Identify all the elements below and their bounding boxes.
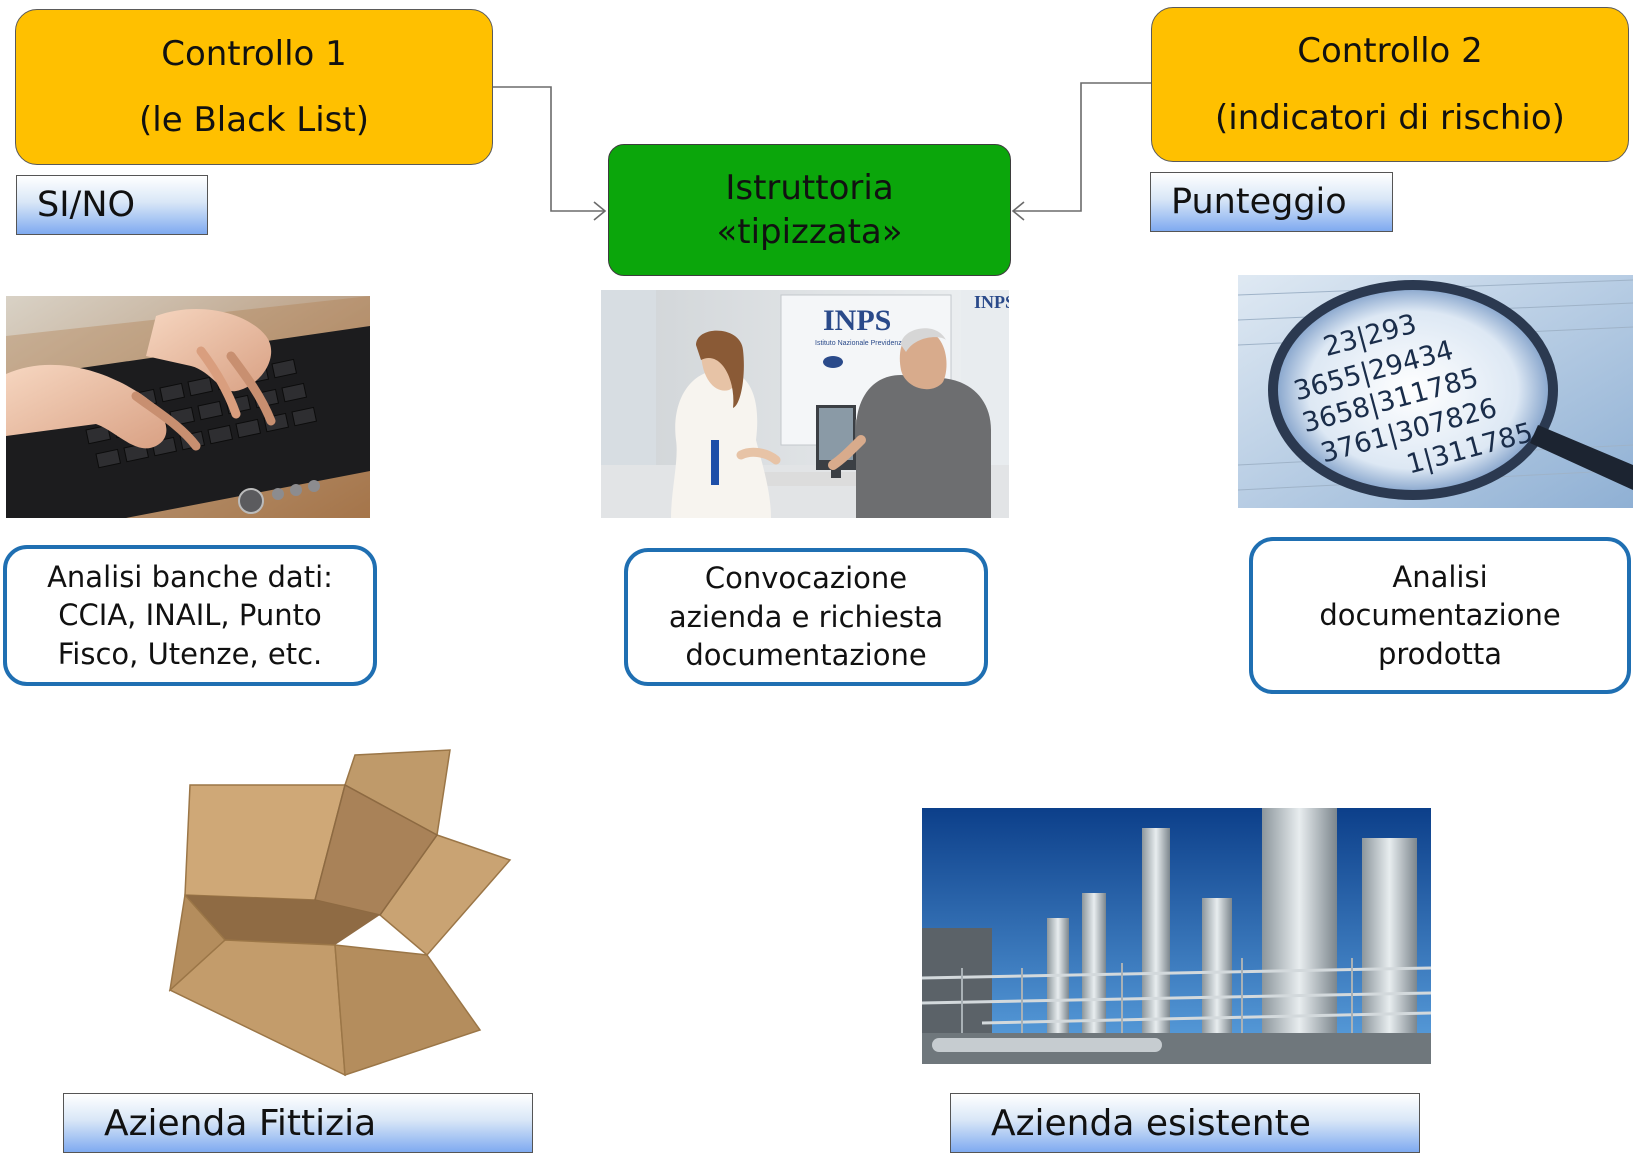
controllo-2-box: Controllo 2 (indicatori di rischio)	[1151, 7, 1629, 162]
istruttoria-box: Istruttoria «tipizzata»	[608, 144, 1011, 276]
istruttoria-subtitle: «tipizzata»	[716, 212, 903, 252]
industrial-plant-photo	[922, 808, 1431, 1064]
tag-azienda-fittizia: Azienda Fittizia	[63, 1093, 533, 1153]
inps-logo-text: INPS	[823, 304, 891, 337]
note-line: Analisi	[1392, 559, 1488, 594]
note-line: prodotta	[1377, 636, 1503, 671]
inps-logo-small-text: INPS	[974, 292, 1009, 312]
istruttoria-title: Istruttoria	[725, 167, 894, 208]
note-analisi-banche-dati: Analisi banche dati: CCIA, INAIL, Punto …	[3, 545, 377, 686]
note-analisi-documentazione: Analisi documentazione prodotta	[1249, 537, 1631, 694]
tag-si-no-label: SI/NO	[37, 185, 136, 225]
controllo-2-subtitle: (indicatori di rischio)	[1215, 97, 1565, 138]
note-line: Fisco, Utenze, etc.	[57, 636, 323, 671]
note-line: documentazione	[1319, 598, 1561, 633]
tag-azienda-fittizia-label: Azienda Fittizia	[104, 1102, 377, 1144]
inps-logo-icon	[823, 356, 843, 368]
tag-azienda-esistente: Azienda esistente	[950, 1093, 1420, 1153]
controllo-2-title: Controllo 2	[1297, 31, 1483, 72]
tag-azienda-esistente-label: Azienda esistente	[991, 1102, 1311, 1144]
note-convocazione: Convocazione azienda e richiesta documen…	[624, 548, 988, 686]
tag-si-no: SI/NO	[16, 175, 208, 235]
note-line: CCIA, INAIL, Punto	[58, 598, 322, 633]
note-line: Convocazione	[704, 561, 908, 596]
tag-punteggio-label: Punteggio	[1171, 182, 1347, 222]
note-line: documentazione	[685, 638, 927, 673]
controllo-1-subtitle: (le Black List)	[139, 100, 369, 140]
controllo-1-title: Controllo 1	[161, 33, 347, 74]
tag-punteggio: Punteggio	[1150, 172, 1393, 232]
inps-subtitle-text: Istituto Nazionale Previdenza Sociale	[815, 340, 931, 347]
keyboard-photo	[6, 296, 370, 518]
controllo-1-box: Controllo 1 (le Black List)	[15, 9, 493, 165]
note-line: azienda e richiesta	[668, 599, 944, 634]
cardboard-box-photo	[165, 745, 515, 1080]
inps-office-photo: INPS Istituto Nazionale Previdenza Socia…	[601, 290, 1009, 518]
magnifier-photo: 23|293 3655|29434 3658|311785 3761|30782…	[1238, 275, 1633, 508]
note-line: Analisi banche dati:	[47, 559, 333, 594]
